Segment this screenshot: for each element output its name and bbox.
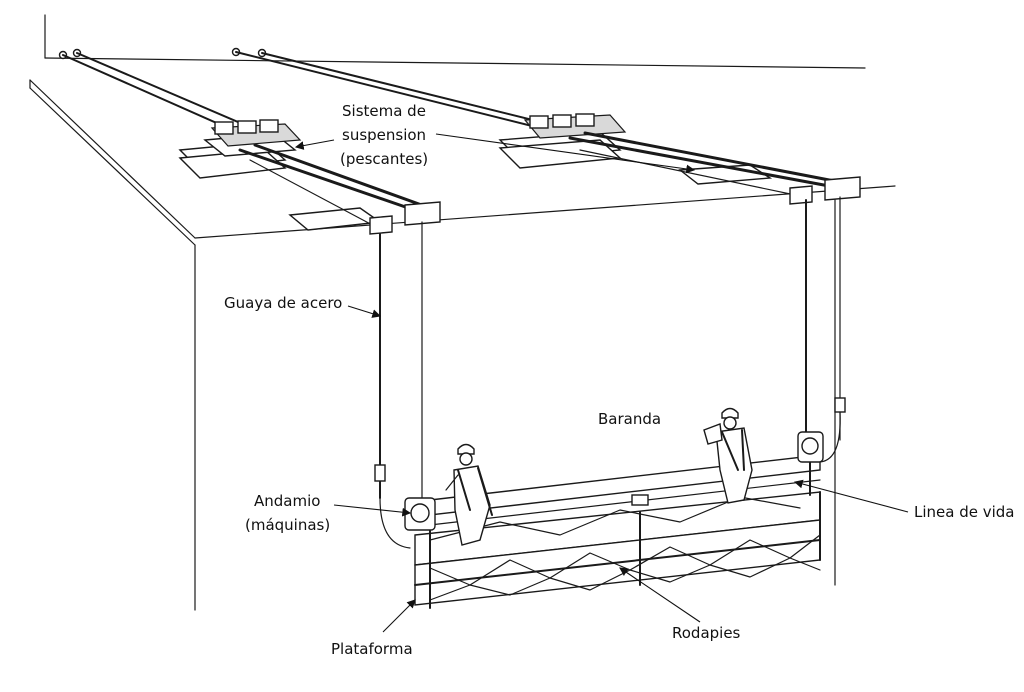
text-labels: Sistema de suspension (pescantes) Guaya … <box>224 102 1015 658</box>
hoists <box>404 431 824 531</box>
label-suspension-1: Sistema de <box>342 102 426 120</box>
label-platform: Plataforma <box>331 640 413 658</box>
left-outrigger <box>178 119 441 235</box>
right-outrigger <box>498 113 861 205</box>
label-suspension-2: suspension <box>342 126 426 144</box>
worker-right <box>703 407 753 504</box>
label-toeboard: Rodapies <box>672 624 741 642</box>
tieback-cables <box>58 47 566 141</box>
label-suspension-3: (pescantes) <box>340 150 428 168</box>
leader-arrows <box>294 133 909 633</box>
label-guardrail: Baranda <box>598 410 661 428</box>
label-hoist-1: Andamio <box>254 492 320 510</box>
label-wire-rope: Guaya de acero <box>224 294 342 312</box>
label-lifeline: Linea de vida <box>914 503 1015 521</box>
worker-left <box>445 443 493 546</box>
label-hoist-2: (máquinas) <box>245 516 330 534</box>
wire-ropes <box>374 196 846 549</box>
